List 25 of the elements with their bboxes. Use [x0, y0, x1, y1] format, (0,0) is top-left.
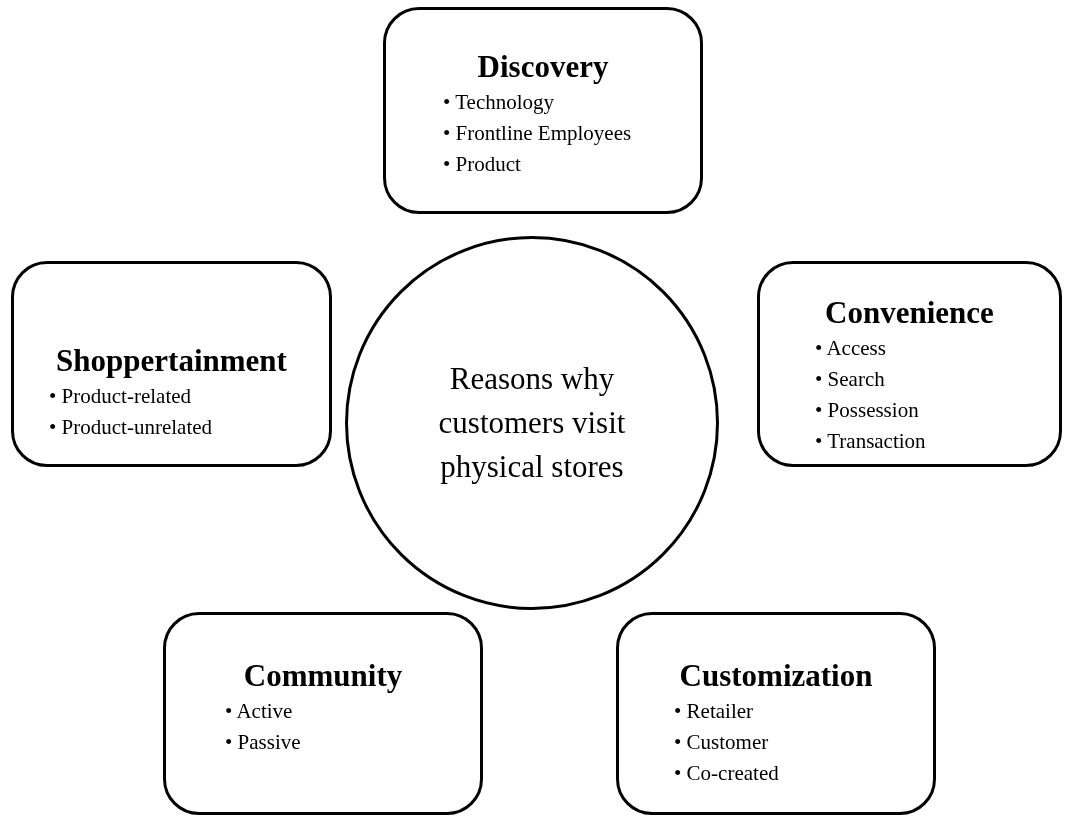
bullet-item: • Access [815, 335, 887, 362]
category-box [163, 612, 483, 815]
category-box [383, 7, 703, 214]
category-box [11, 261, 332, 467]
bullet-item: • Customer [674, 729, 770, 756]
bullet-item: • Active [225, 698, 294, 725]
bullet-item: • Search [815, 366, 886, 393]
bullet-item: • Product [443, 151, 522, 178]
category-box [757, 261, 1062, 467]
center-title: Reasons why customers visit physical stores [437, 360, 627, 486]
bullet-item: • Retailer [674, 698, 755, 725]
category-heading: Shoppertainment [56, 342, 287, 380]
category-heading: Convenience [825, 294, 994, 332]
bullet-item: • Product-related [49, 383, 193, 410]
bullet-item: • Passive [225, 729, 302, 756]
category-heading: Community [243, 657, 403, 695]
bullet-item: • Frontline Employees [443, 120, 633, 147]
bullet-item: • Co-created [674, 760, 780, 787]
bullet-item: • Transaction [815, 428, 927, 455]
bullet-item: • Technology [443, 89, 556, 116]
bullet-item: • Possession [815, 397, 920, 424]
category-box [616, 612, 936, 815]
category-heading: Discovery [477, 48, 609, 86]
category-heading: Customization [679, 657, 873, 695]
bullet-item: • Product-unrelated [49, 414, 214, 441]
